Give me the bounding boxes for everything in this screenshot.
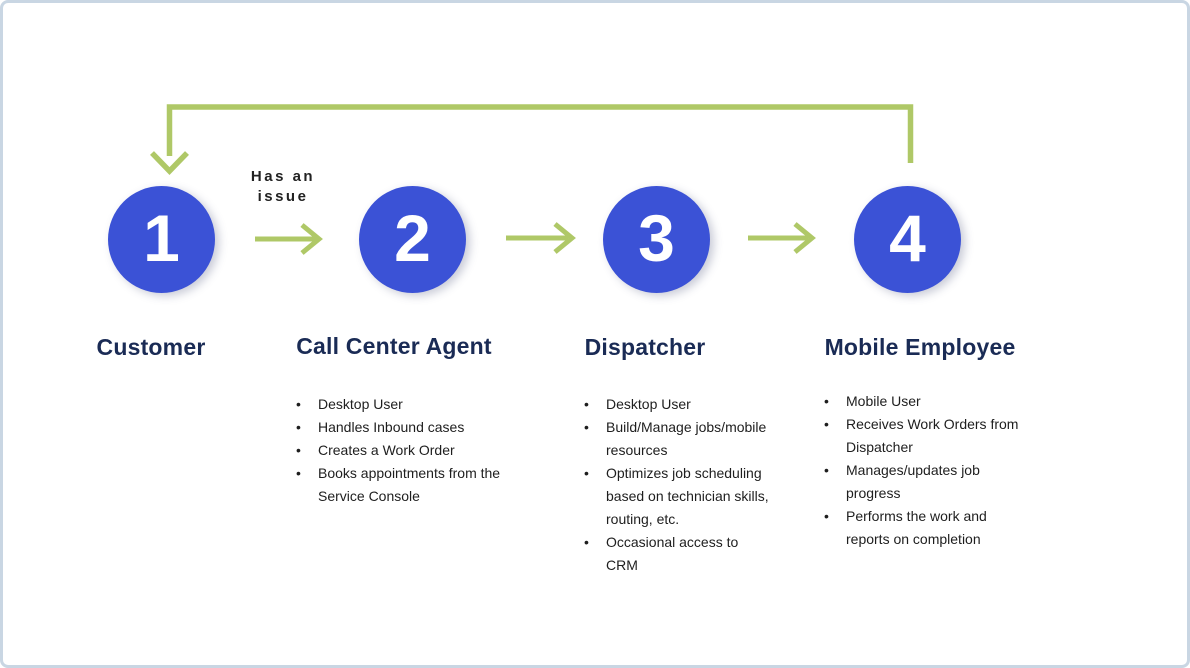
list-item: Receives Work Orders from Dispatcher	[821, 413, 1021, 459]
step-title-customer: Customer	[96, 334, 206, 360]
step-number-4: 4	[889, 200, 926, 275]
step-number-1: 1	[143, 200, 180, 275]
feedback-loop-line	[166, 104, 914, 163]
step-title-dispatcher: Dispatcher	[584, 334, 706, 360]
step-circle-4: 4	[854, 186, 961, 293]
step-number-2: 2	[394, 200, 431, 275]
list-item: Books appointments from the Service Cons…	[293, 462, 503, 508]
transition-label-line1: Has an	[250, 168, 316, 185]
list-item: Handles Inbound cases	[293, 416, 503, 439]
step-circle-3: 3	[603, 186, 710, 293]
down-arrow-icon	[150, 151, 189, 175]
right-arrow-icon	[300, 223, 323, 255]
step-title-mobile-employee: Mobile Employee	[824, 334, 1016, 360]
step-number-3: 3	[638, 200, 675, 275]
step-circle-1: 1	[108, 186, 215, 293]
list-item: Occasional access to CRM	[581, 531, 774, 577]
list-item: Desktop User	[293, 393, 503, 416]
right-arrow-icon	[793, 222, 816, 254]
list-item: Performs the work and reports on complet…	[821, 505, 1021, 551]
feedback-loop-arrow	[150, 104, 914, 175]
list-item: Optimizes job scheduling based on techni…	[581, 462, 774, 531]
right-arrow-icon	[553, 222, 576, 254]
call-center-agent-bullet-list: Desktop User Handles Inbound cases Creat…	[293, 393, 503, 508]
arrow-2-3	[506, 222, 576, 254]
transition-label-line2: issue	[257, 188, 309, 205]
list-item: Manages/updates job progress	[821, 459, 1021, 505]
arrow-1-2	[255, 223, 323, 255]
list-item: Desktop User	[581, 393, 774, 416]
step-title-call-center-agent: Call Center Agent	[296, 333, 492, 359]
transition-label-has-an-issue: Has an issue	[222, 167, 344, 207]
list-item: Creates a Work Order	[293, 439, 503, 462]
dispatcher-bullet-list: Desktop User Build/Manage jobs/mobile re…	[581, 393, 774, 577]
list-item: Mobile User	[821, 390, 1021, 413]
mobile-employee-bullet-list: Mobile User Receives Work Orders from Di…	[821, 390, 1021, 551]
arrow-3-4	[748, 222, 816, 254]
list-item: Build/Manage jobs/mobile resources	[581, 416, 774, 462]
step-circle-2: 2	[359, 186, 466, 293]
